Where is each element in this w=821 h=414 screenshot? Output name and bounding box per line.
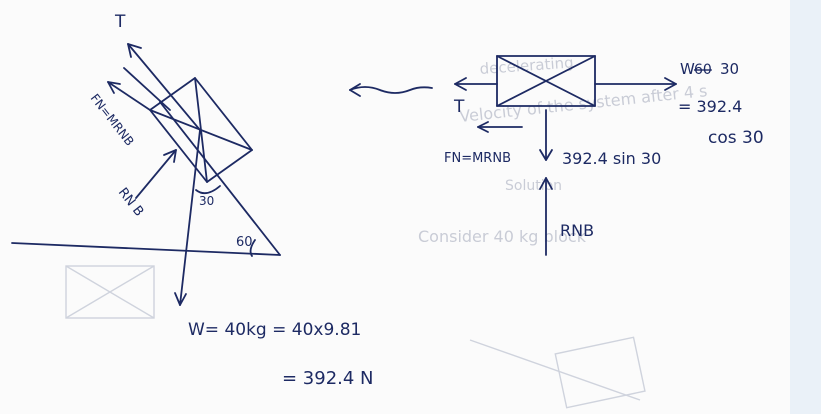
normal-reaction-arrowhead <box>539 177 553 190</box>
incline-surface <box>159 101 281 256</box>
ghost-text-3: Consider 40 kg block <box>418 227 587 246</box>
sin-component-label: 392.4 sin 30 <box>562 149 661 168</box>
ghost-text-2: Solution <box>505 178 562 194</box>
weight-value: 30 <box>720 60 739 78</box>
tension-label-right: T <box>453 97 465 117</box>
friction-arrowhead-right <box>477 121 489 133</box>
angle-60-arc <box>249 239 256 257</box>
bleed-through: decelerating Velocity of the system afte… <box>65 53 708 409</box>
normal-arrowhead <box>163 149 177 163</box>
weight-normal-component-arrowhead <box>539 149 553 161</box>
weight-component-arrowhead <box>664 77 677 91</box>
ghost-line <box>469 339 641 401</box>
calc-line-2: = 392.4 N <box>282 368 374 389</box>
calc-line-1: W= 40kg = 40x9.81 <box>188 320 361 340</box>
cos-label: cos 30 <box>708 128 764 148</box>
normal-arrow <box>135 149 177 199</box>
weight-calculation: W= 40kg = 40x9.81 = 392.4 N <box>188 320 374 389</box>
weight-arrow <box>179 129 201 306</box>
weight-arrowhead <box>174 292 187 306</box>
ground-line <box>11 242 281 256</box>
angle-30-arc <box>195 185 221 195</box>
ghost-box <box>554 336 646 409</box>
friction-guide-line <box>123 67 171 111</box>
ghost-diagonal <box>65 265 155 319</box>
block-diagonal <box>194 77 208 183</box>
weight-crossed-value: 60 <box>694 62 712 78</box>
weight-magnitude: = 392.4 <box>678 97 742 116</box>
friction-label-right: FN=MRNB <box>444 151 511 166</box>
tension-arrowhead <box>127 43 142 58</box>
angle-60-label: 60 <box>236 235 253 250</box>
incline-diagram: 60 T FN=MRNB RN B 30 <box>11 12 281 306</box>
horizontal-block <box>496 55 596 107</box>
tension-label: T <box>114 12 126 32</box>
friction-label: FN=MRNB <box>88 91 137 148</box>
normal-reaction-label: RNB <box>560 221 594 240</box>
tension-arrow <box>127 43 201 131</box>
weight-label: W <box>680 60 695 78</box>
angle-30-label: 30 <box>199 194 214 208</box>
tension-arrowhead-right <box>454 77 467 91</box>
ghost-box <box>65 265 155 319</box>
friction-arrowhead <box>107 81 121 94</box>
scribbled-arrow <box>349 86 433 94</box>
right-margin-strip <box>790 0 821 414</box>
scribbled-arrowhead <box>349 83 361 97</box>
block-diagonal <box>496 55 596 107</box>
friction-arrow <box>107 81 151 111</box>
horizontal-block-diagram: W 60 30 = 392.4 cos 30 T FN=MRNB 392.4 s… <box>349 55 764 256</box>
